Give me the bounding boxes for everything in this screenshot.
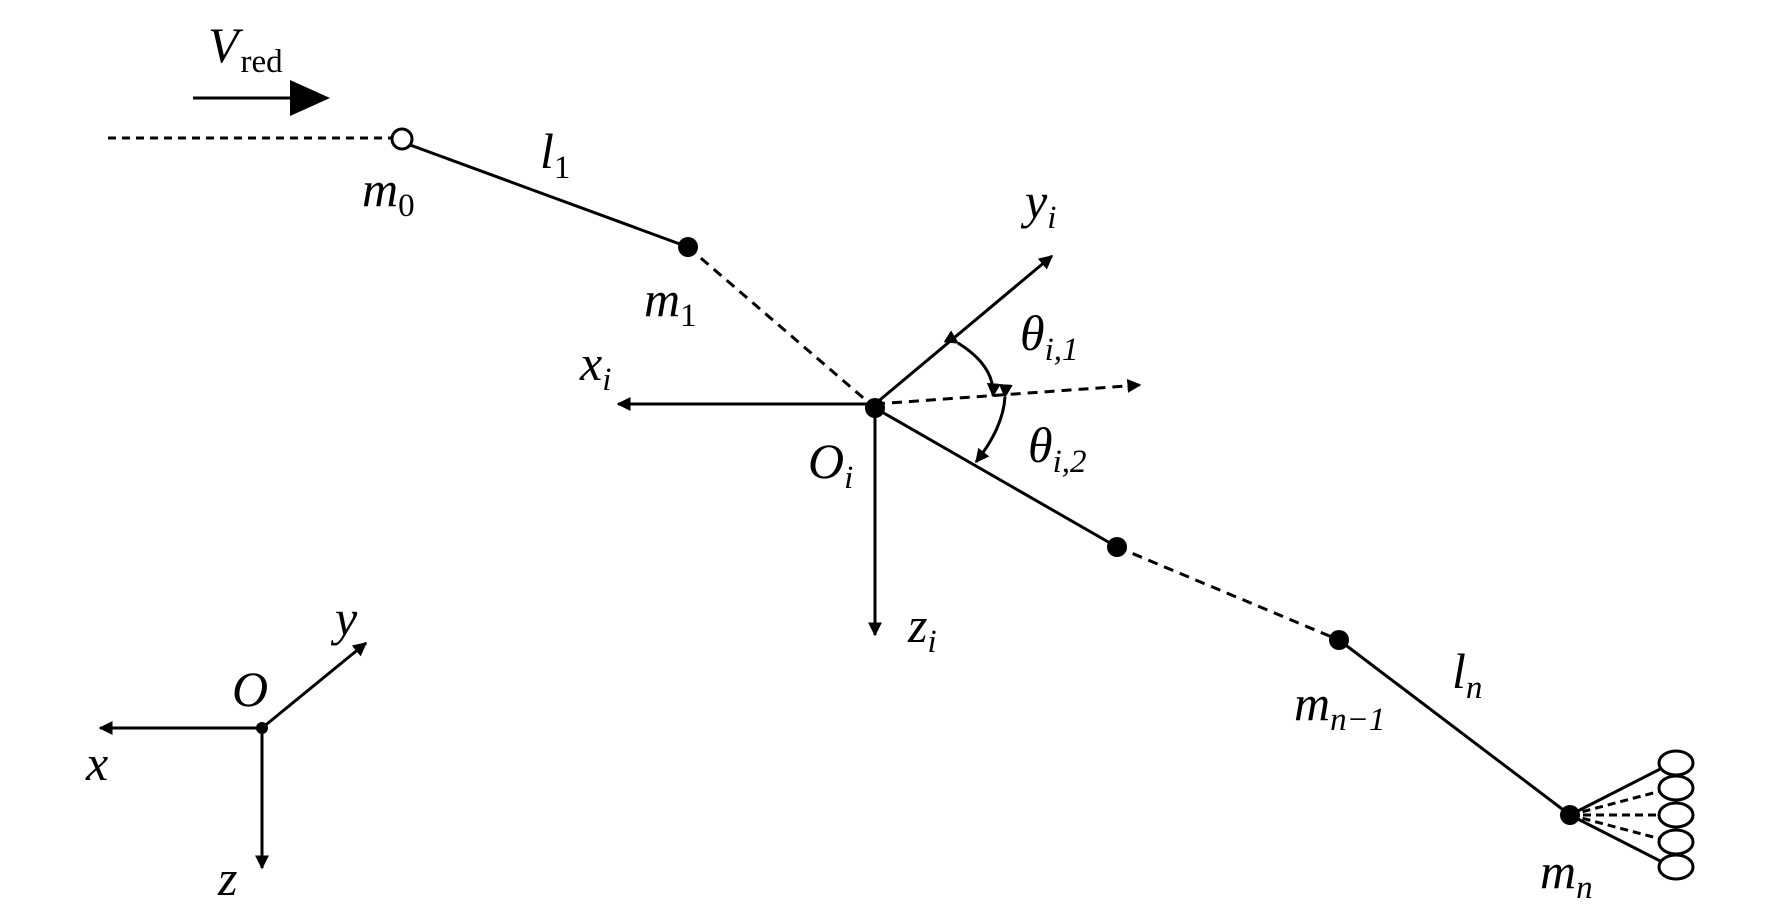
node-m1	[678, 237, 698, 257]
label-yi: yi	[1020, 173, 1056, 236]
segment-through-Oi	[874, 406, 1118, 549]
theta-i2-arc	[974, 383, 1013, 464]
label-xi: xi	[579, 335, 611, 398]
label-l1: l1	[540, 123, 570, 186]
tangent-dashed-axis	[874, 378, 1142, 406]
label-m1: m1	[644, 271, 697, 334]
node-mn-1	[1329, 630, 1349, 650]
label-x: x	[85, 735, 108, 791]
label-theta-i1: θi,1	[1020, 305, 1078, 368]
segment-ln	[1338, 638, 1571, 817]
dashed-segment-upper	[687, 245, 876, 410]
yi-axis	[874, 254, 1054, 406]
label-mn: mn	[1540, 843, 1593, 906]
net-bundle	[1569, 749, 1695, 881]
label-theta-i2: θi,2	[1028, 417, 1086, 480]
origin-O	[256, 722, 268, 734]
velocity-arrow-head	[290, 80, 330, 116]
label-z: z	[217, 850, 237, 906]
label-y: y	[330, 590, 358, 646]
theta-i1-arc	[943, 330, 1001, 398]
dashed-segment-lower	[1116, 545, 1340, 642]
segment-l1	[401, 140, 689, 249]
label-Oi: Oi	[808, 433, 853, 496]
label-ln: ln	[1452, 643, 1482, 706]
node-m0	[390, 127, 414, 151]
y-axis	[261, 641, 368, 730]
label-mn-1: mn−1	[1294, 675, 1385, 738]
label-O: O	[232, 661, 268, 717]
label-m0: m0	[362, 161, 415, 224]
node-mi	[1107, 537, 1127, 557]
label-zi: zi	[907, 597, 937, 660]
velocity-label: Vred	[208, 17, 283, 80]
